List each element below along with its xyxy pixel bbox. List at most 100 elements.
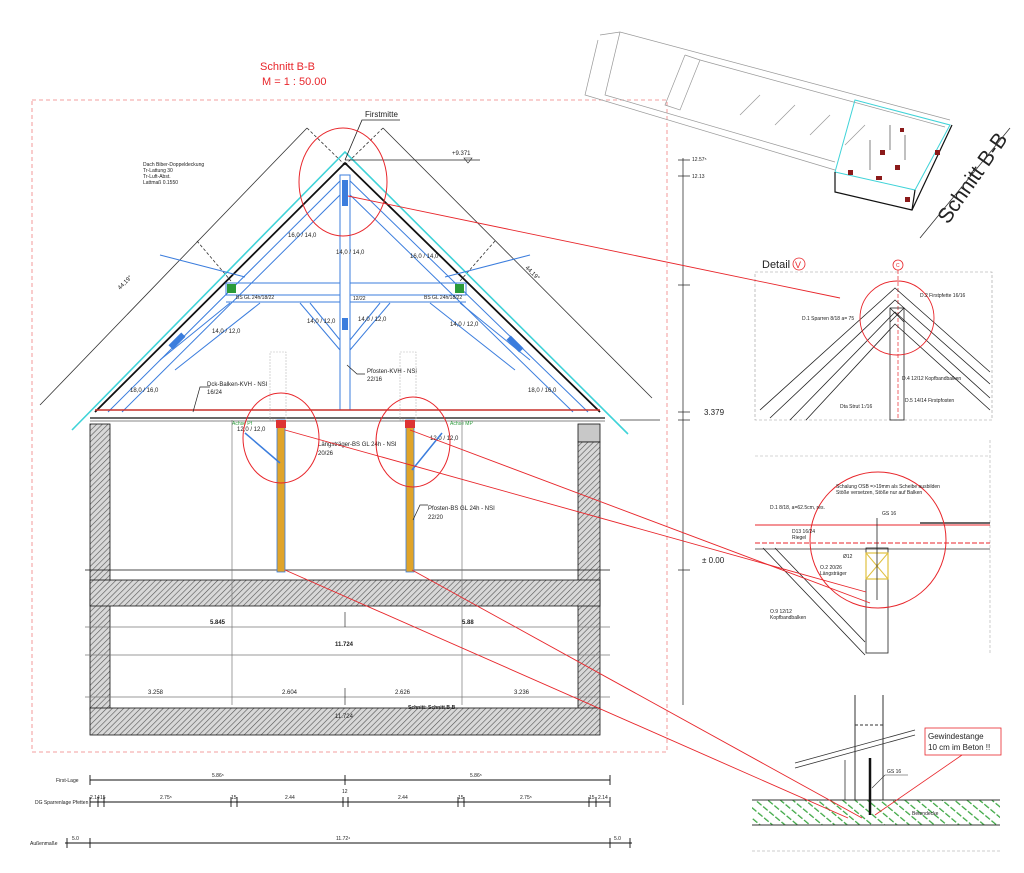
detail-note: GS 16 [882, 511, 896, 517]
dimension-label: 5.845 [210, 620, 226, 626]
dim-value: 5.86⁵ [470, 773, 482, 779]
post-right-highlight [375, 396, 451, 488]
dimension-label: 3.258 [148, 690, 164, 696]
dim-value: 2.44 [398, 795, 408, 801]
dimension-label: 11.724 [335, 642, 354, 648]
iso-section-line [919, 127, 1011, 239]
roof-dimension-lines [39, 127, 653, 406]
dim-value: 15 [589, 795, 595, 801]
member-label: BS GL 24h/18/22 [236, 295, 274, 301]
dim-value: 2.44 [285, 795, 295, 801]
member-label: 12,0 / 12,0 [430, 436, 459, 442]
rafter-connector [168, 332, 186, 350]
section-tag: Schnitt: Schnitt B-B [408, 705, 456, 711]
detail-note: Schalung OSB =>19mm als Scheibe ausbilde… [836, 484, 940, 490]
detail-note: D.5 14/14 Firstpfosten [905, 398, 954, 404]
member-label: 14,0 / 12,0 [450, 322, 479, 328]
concrete-slab [752, 800, 1000, 825]
detail-note: O.9 12/12 [770, 609, 792, 615]
roof-note-line: Tr-Luft-Abst. [143, 174, 171, 180]
member-label: 14,0 / 12,0 [212, 329, 241, 335]
roof-note-line: Lattmaß 0.1550 [143, 180, 178, 186]
axis-left-label: Achse Pf [232, 421, 253, 427]
dim-value: 15 [231, 795, 237, 801]
dimension-strings: First-Lage 5.86⁵ 5.86⁵ DG Sparrenlage Pf… [30, 773, 632, 848]
detail-note: D.2 Firstpfette 16/16 [920, 293, 966, 299]
purlin-size: 20/26 [318, 451, 334, 457]
roof-note-line: Tr-Lattung 30 [143, 168, 173, 174]
tie-beam-size: 16/24 [207, 390, 223, 396]
post-left [276, 419, 286, 573]
iso-markers [848, 128, 940, 202]
interior-dimension-lines [85, 420, 610, 705]
dim-value: 15 [100, 795, 106, 801]
dim-string-label: Außenmaße [30, 841, 58, 847]
detail-marker: V [795, 260, 801, 270]
detail-note: D.1 Sparren 8/18 a= 75 [802, 316, 854, 322]
member-sizes: 16,0 / 14,0 16,0 / 14,0 14,0 / 14,0 14,0… [130, 233, 557, 442]
member-label: 18,0 / 16,0 [130, 388, 159, 394]
dim-value: 5.0 [614, 836, 621, 842]
right-wall [577, 441, 601, 711]
height-dimension [620, 158, 690, 705]
sheet-border [31, 99, 668, 753]
detail-note: Stöße versetzen, Stöße nur auf Balken [836, 490, 922, 496]
dimension-label: 2.626 [395, 690, 411, 696]
iso-view [584, 31, 953, 211]
left-wall [89, 423, 111, 711]
detail-note: Ø12 [843, 554, 853, 560]
dim-value: 2.75⁵ [520, 795, 532, 801]
callout-box [924, 727, 1002, 756]
dimension-label: 5.88 [462, 620, 474, 626]
roof-pitch-left: 44,19° [117, 274, 134, 291]
detail-note: D13 16/24 [792, 529, 815, 535]
detail-note: Dta Strut 1:/16 [840, 404, 872, 410]
post-size: 22/20 [428, 515, 444, 521]
detail-v: Detail V C D.2 Firstpfette 16/16 D.1 Spa… [754, 257, 993, 421]
dim-value: 2.14 [90, 795, 100, 801]
posts [244, 351, 443, 573]
ridge-level: +9.371 [452, 151, 471, 157]
floor-slab [89, 579, 601, 607]
member-label: 14,0 / 12,0 [358, 317, 387, 323]
section-scale: M = 1 : 50.00 [262, 76, 327, 88]
member-label: 14,0 / 14,0 [336, 250, 365, 256]
section-title: Schnitt B-B [260, 61, 315, 73]
dim-value: 15 [458, 795, 464, 801]
post-label: Pfosten-BS GL 24h - NSI [428, 506, 495, 512]
member-label: 12,0 / 12,0 [237, 427, 266, 433]
rod-label: GS 16 [887, 769, 901, 775]
bearing-block [455, 284, 464, 293]
interior-dimensions: 5.845 5.88 11.724 3.258 2.604 2.626 3.23… [148, 620, 530, 720]
leader-line [346, 364, 365, 375]
leader-lines-red [284, 195, 871, 819]
bearing-block [227, 284, 236, 293]
callout-line: Gewindestange [928, 732, 984, 741]
detail-3: Betondecke GS 16 Gewindestange 10 cm im … [752, 695, 1002, 852]
dim-value: 2.14 [598, 795, 608, 801]
dim-string-label: First-Lage [56, 778, 79, 784]
dim-value: 5.86⁵ [212, 773, 224, 779]
level-label: 12.57⁵ [692, 157, 707, 163]
ridge-highlight [298, 127, 388, 237]
member-label: 12/22 [353, 296, 366, 302]
detail-note: D.4 12/12 Kopfbandbalken [902, 376, 961, 382]
king-post-size: 22/16 [367, 377, 383, 383]
roof-note: Dach Biber-Doppeldeckung Tr-Lattung 30 T… [143, 162, 204, 186]
dimension-label: 3.236 [514, 690, 530, 696]
detail-note: Längsträger [820, 571, 847, 577]
dimension-label: 11.724 [335, 714, 354, 720]
detail-note: D.1 8/18, a=62.5cm, res. [770, 505, 825, 511]
rafter-connector [506, 335, 524, 353]
detail-marker-circle [792, 257, 806, 271]
purlin-label: Längsträger-BS GL 24h - NSI [318, 442, 397, 448]
dim-value: 11.72⁴ [336, 836, 350, 842]
slab-label: Betondecke [912, 811, 939, 817]
highlight-circles [242, 127, 451, 488]
tie-beam-label: Dck-Balken-KVH - NSI [207, 382, 268, 388]
dim-value: 12 [342, 789, 348, 795]
axis-label: C [896, 263, 900, 269]
dim-value: 5.0 [72, 836, 79, 842]
iso-view-label: Schnitt B-B [933, 129, 1012, 228]
wall-cap [577, 423, 601, 443]
